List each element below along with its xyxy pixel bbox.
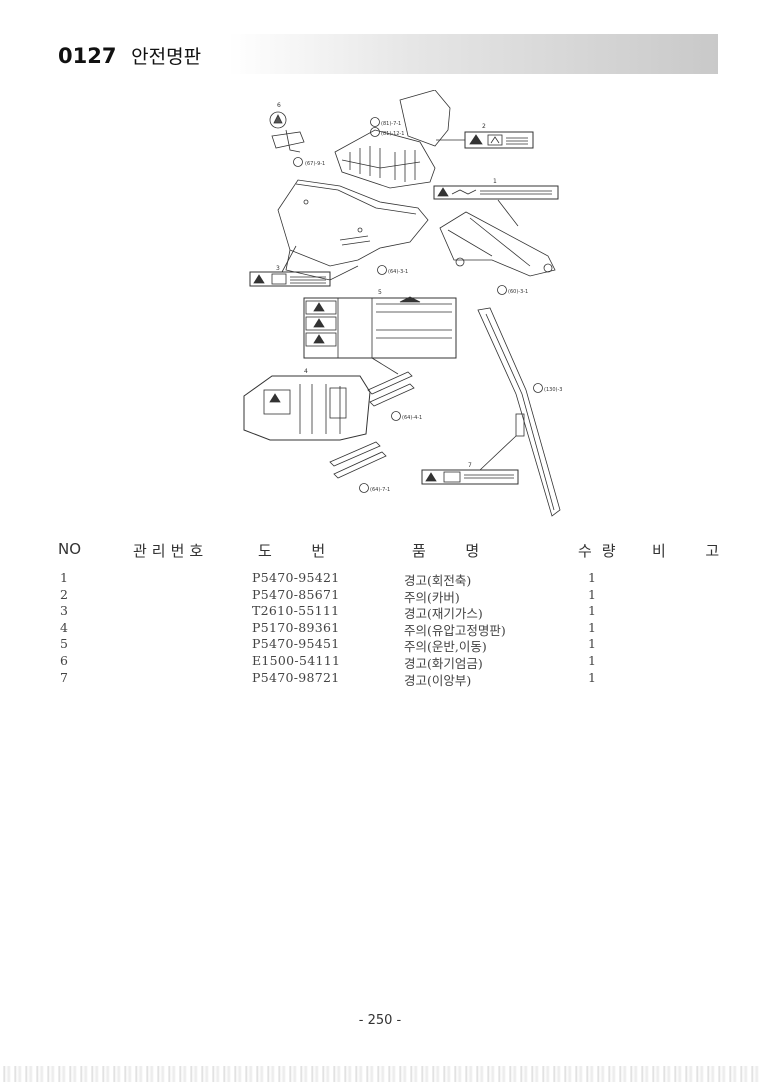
drawing-number: E1500-54111: [252, 653, 341, 668]
part-name: 주의(유압고정명판): [404, 622, 506, 638]
exploded-parts-diagram: 6 (67)-9-1 (81)-7-1 (81)-12-1 2 1: [243, 90, 562, 517]
section-code: 0127: [58, 44, 117, 68]
item-number-4: 4: [304, 368, 308, 375]
label-2-decal: [436, 131, 534, 149]
hood-panel: [277, 179, 429, 281]
label-6-bracket: [269, 111, 305, 153]
ref-label: (64)-3-1: [388, 269, 408, 275]
item-number-1: 1: [493, 178, 497, 185]
drawing-number: P5470-95451: [252, 636, 340, 652]
scan-edge: [0, 1066, 760, 1082]
label-3-decal: [249, 245, 331, 287]
row-number: 7: [60, 669, 68, 685]
page-title: 0127 안전명판: [58, 42, 201, 69]
drawing-number: T2610-55111: [252, 603, 340, 619]
table-row: 6 E1500-54111 경고(화기엄금) 1: [0, 653, 760, 671]
drawing-number: P5470-98721: [252, 669, 340, 685]
part-name: 경고(이앙부): [404, 672, 472, 688]
table-row: 1 P5470-95421 경고(회전축) 1: [0, 570, 760, 588]
part-name: 경고(재기가스): [404, 606, 483, 622]
row-number: 1: [60, 570, 68, 585]
row-number: 4: [60, 619, 68, 635]
label-4-decal: [243, 375, 371, 441]
quantity: 1: [588, 653, 596, 668]
col-remark: 비 고: [652, 542, 730, 560]
label-1-decal: [433, 185, 559, 227]
table-header: NO 관리번호 도 번 품 명 수량 비 고: [0, 540, 760, 564]
item-number-3: 3: [276, 265, 280, 272]
col-drawing-no: 도 번: [258, 542, 336, 560]
quantity: 1: [588, 619, 596, 635]
col-mgmt-no: 관리번호: [133, 542, 209, 560]
quantity: 1: [588, 636, 596, 652]
drawing-number: P5470-85671: [252, 586, 340, 602]
table-row: 3 T2610-55111 경고(재기가스) 1: [0, 603, 760, 622]
row-number: 2: [60, 586, 68, 602]
col-qty: 수량: [578, 542, 626, 560]
part-name: 경고(회전축): [404, 573, 472, 588]
item-number-5: 5: [378, 289, 382, 296]
page-number: - 250 -: [358, 1013, 402, 1028]
quantity: 1: [588, 603, 596, 619]
table-row: 4 P5170-89361 주의(유압고정명판) 1: [0, 619, 760, 638]
ref-label: (81)-12-1: [381, 131, 404, 137]
cover-strips: [329, 371, 415, 479]
ref-label: (67)-9-1: [305, 161, 325, 167]
ref-label: (60)-3-1: [508, 289, 528, 295]
planting-arm: [477, 307, 561, 517]
ref-label: (130)-3: [544, 387, 562, 393]
section-title: 안전명판: [131, 46, 202, 68]
ref-label: (64)-7-1: [370, 487, 390, 493]
header-banner: [38, 34, 718, 74]
table-row: 7 P5470-98721 경고(이앙부) 1: [0, 669, 760, 688]
ref-label: (64)-4-1: [402, 415, 422, 421]
row-number: 3: [60, 603, 68, 619]
quantity: 1: [588, 586, 596, 602]
col-no: NO: [58, 540, 82, 558]
linkage-frame: [439, 211, 556, 277]
item-number-2: 2: [482, 123, 486, 130]
label-7-decal: [421, 435, 519, 485]
cover-assembly: [334, 90, 451, 189]
label-5-decal: [303, 296, 457, 375]
item-number-7: 7: [468, 462, 472, 469]
part-name: 경고(화기엄금): [404, 656, 483, 671]
drawing-number: P5470-95421: [252, 570, 340, 585]
quantity: 1: [588, 570, 596, 585]
row-number: 6: [60, 653, 68, 668]
drawing-number: P5170-89361: [252, 619, 340, 635]
table-row: 2 P5470-85671 주의(카버) 1: [0, 586, 760, 605]
ref-label: (81)-7-1: [381, 121, 401, 127]
table-row: 5 P5470-95451 주의(운반,이동) 1: [0, 636, 760, 655]
part-name: 주의(운반,이동): [404, 639, 487, 655]
quantity: 1: [588, 669, 596, 685]
col-part-name: 품 명: [412, 542, 490, 560]
row-number: 5: [60, 636, 68, 652]
item-number-6: 6: [277, 102, 281, 109]
part-name: 주의(카버): [404, 589, 460, 605]
